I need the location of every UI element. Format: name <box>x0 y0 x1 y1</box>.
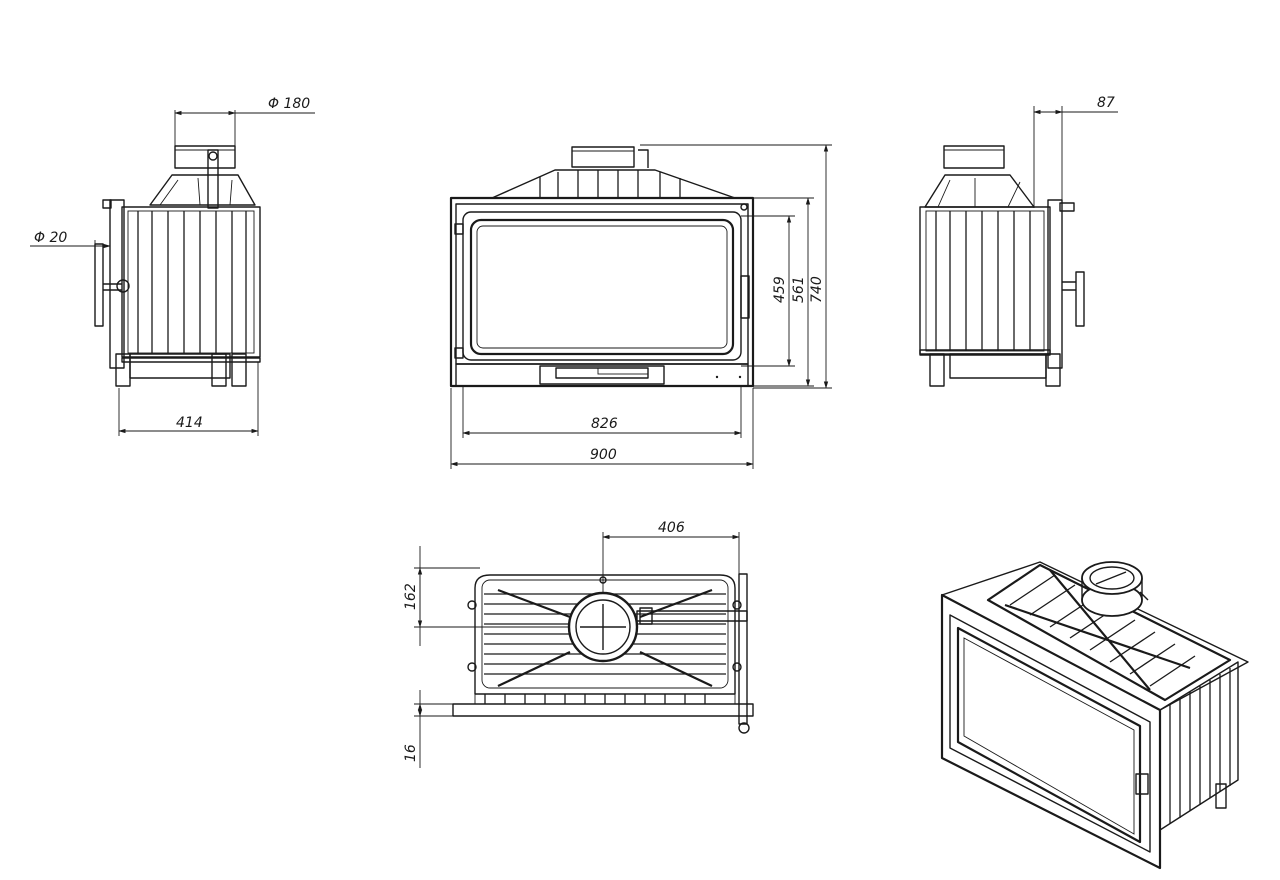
dim-base-height: 16 <box>403 690 453 768</box>
dim-total-height: 740 <box>640 144 832 389</box>
dim-label-side-offset: 87 <box>1097 95 1115 111</box>
right-side-view <box>919 145 1085 387</box>
front-view <box>449 146 755 388</box>
dim-label-door-height: 561 <box>791 276 807 303</box>
top-view <box>452 573 754 734</box>
dim-glass-height: 459 <box>741 215 795 367</box>
dim-label-glass-width: 826 <box>591 416 618 432</box>
dim-side-offset: 87 <box>1033 95 1118 208</box>
dim-label-flue-depth: 162 <box>403 583 419 610</box>
dim-label-total-width: 900 <box>590 447 617 463</box>
dim-flue-depth: 162 <box>403 546 570 646</box>
dim-label-glass-height: 459 <box>772 276 788 303</box>
dim-label-flue-offset: 406 <box>658 520 685 536</box>
dim-label-base-height: 16 <box>403 744 419 762</box>
dim-label-total-height: 740 <box>809 276 825 303</box>
dim-total-width: 900 <box>450 388 754 469</box>
left-side-view <box>94 145 261 387</box>
dim-label-depth: 414 <box>176 415 203 431</box>
dim-air-inlet: Φ 20 <box>30 230 111 249</box>
dim-label-flue-diameter: Φ 180 <box>268 96 310 112</box>
dim-door-height: 561 <box>753 197 814 387</box>
isometric-view <box>940 561 1249 870</box>
dim-flue-offset: 406 <box>602 520 740 594</box>
dim-label-air-inlet: Φ 20 <box>34 230 67 246</box>
dim-flue-diameter: Φ 180 <box>174 96 315 146</box>
dim-depth: 414 <box>118 362 259 436</box>
dim-glass-width: 826 <box>462 386 742 438</box>
